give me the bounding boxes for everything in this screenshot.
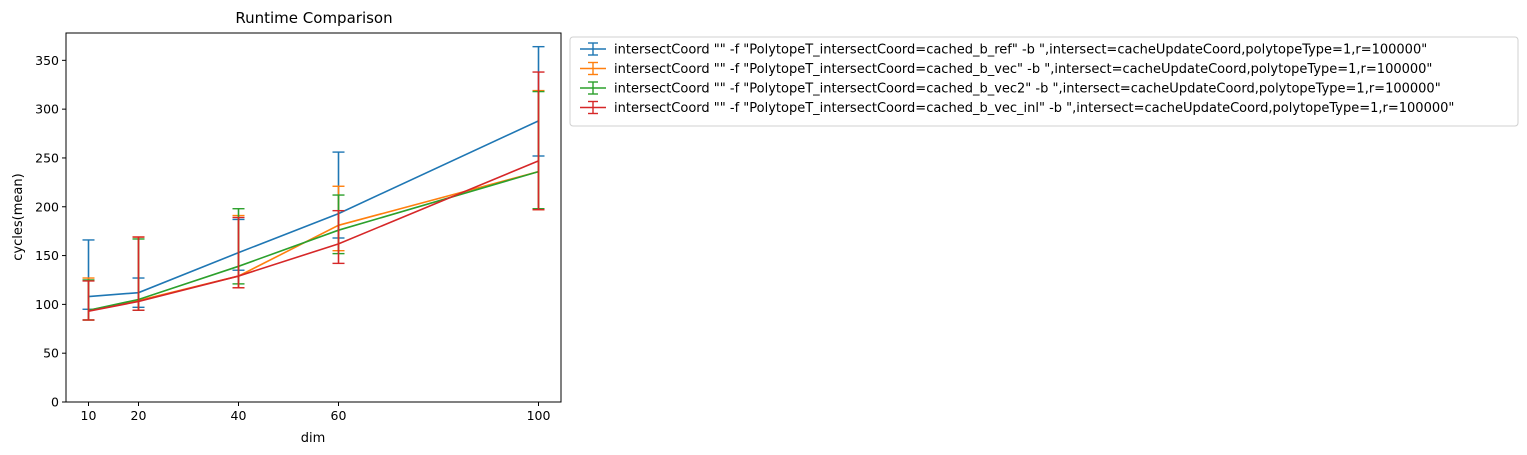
legend: intersectCoord "" -f "PolytopeT_intersec… (569, 36, 1519, 127)
error-bar (132, 236, 145, 311)
error-bar (532, 71, 545, 211)
y-axis-ticks: 0 50 100 150 200 250 300 350 (35, 53, 66, 410)
error-bar (332, 209, 345, 265)
plot-frame (65, 32, 562, 403)
legend-items: intersectCoord "" -f "PolytopeT_intersec… (580, 42, 1454, 116)
legend-entry: intersectCoord "" -f "PolytopeT_intersec… (580, 42, 1427, 58)
legend-entry: intersectCoord "" -f "PolytopeT_intersec… (580, 61, 1432, 77)
y-tick-label: 350 (35, 53, 59, 68)
x-axis-title: dim (301, 431, 326, 446)
legend-entry: intersectCoord "" -f "PolytopeT_intersec… (580, 81, 1441, 97)
legend-box (569, 36, 1519, 127)
y-tick-label: 100 (35, 297, 59, 312)
chart-title: Runtime Comparison (235, 9, 392, 27)
y-tick-label: 250 (35, 150, 59, 165)
error-bar (232, 216, 245, 289)
y-tick-label: 300 (35, 102, 59, 117)
x-tick-label: 20 (131, 408, 147, 423)
x-axis-ticks: 10 20 40 60 100 (81, 402, 551, 423)
plot-background (66, 33, 561, 402)
legend-entry: intersectCoord "" -f "PolytopeT_intersec… (580, 100, 1454, 116)
x-tick-label: 100 (527, 408, 551, 423)
legend-label: intersectCoord "" -f "PolytopeT_intersec… (614, 82, 1441, 97)
x-tick-label: 60 (331, 408, 347, 423)
x-tick-label: 40 (231, 408, 247, 423)
y-tick-label: 200 (35, 199, 59, 214)
series-layer (82, 45, 545, 321)
x-tick-label: 10 (81, 408, 97, 423)
series-4 (82, 71, 545, 321)
y-tick-label: 50 (43, 346, 59, 361)
legend-label: intersectCoord "" -f "PolytopeT_intersec… (614, 62, 1432, 77)
y-tick-label: 150 (35, 248, 59, 263)
legend-label: intersectCoord "" -f "PolytopeT_intersec… (614, 43, 1427, 58)
y-tick-label: 0 (51, 395, 59, 410)
error-bar (82, 280, 95, 321)
legend-label: intersectCoord "" -f "PolytopeT_intersec… (614, 101, 1454, 116)
plot-area (65, 32, 562, 403)
y-axis-title: cycles(mean) (11, 173, 26, 260)
